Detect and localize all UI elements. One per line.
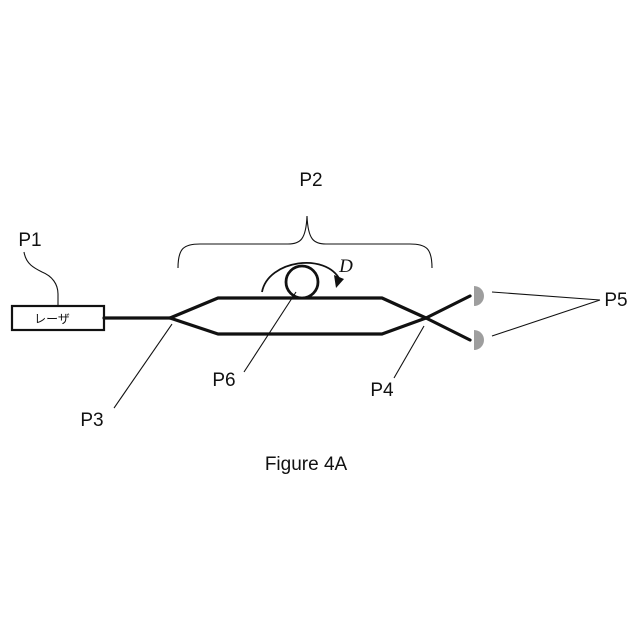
label-p5: P5 — [604, 290, 627, 311]
p5-leader-lower — [492, 300, 600, 336]
direction-label: D — [338, 256, 353, 277]
label-p4: P4 — [370, 380, 394, 401]
ring-resonator — [286, 266, 318, 298]
detector-upper-icon — [474, 286, 484, 306]
p5-leader-upper — [492, 292, 600, 300]
p1-leader — [24, 252, 58, 306]
detector-lower-icon — [474, 330, 484, 350]
laser-label: レーザ — [34, 312, 70, 326]
label-p2: P2 — [299, 170, 322, 191]
p3-leader — [114, 324, 172, 408]
p6-leader — [244, 292, 296, 372]
upper-arm-waveguide — [170, 298, 426, 318]
output-waveguide-upper — [426, 296, 470, 318]
lower-arm-waveguide — [170, 318, 426, 334]
output-waveguide-lower — [426, 318, 470, 340]
p2-brace — [178, 216, 432, 268]
label-p6: P6 — [212, 370, 235, 391]
label-p1: P1 — [18, 230, 41, 251]
p4-leader — [394, 326, 424, 378]
label-p3: P3 — [80, 410, 103, 431]
figure-caption: Figure 4A — [265, 454, 348, 475]
